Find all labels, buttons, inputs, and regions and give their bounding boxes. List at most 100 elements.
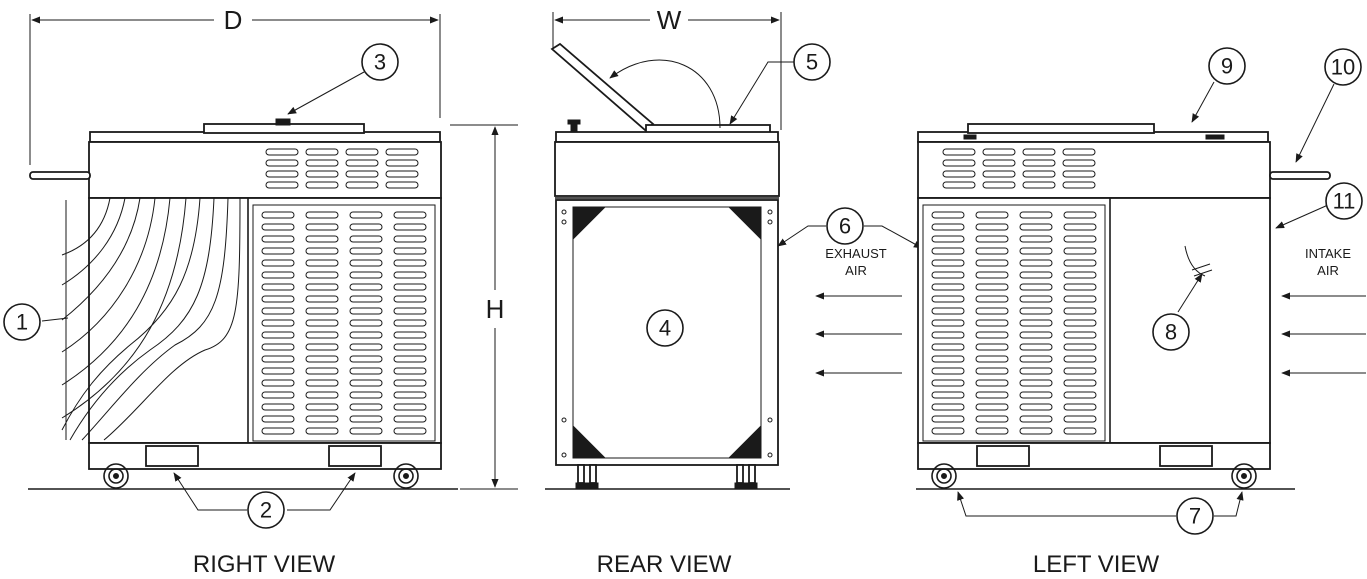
callout-10-text: 10 — [1331, 55, 1355, 80]
vent-slot — [931, 403, 965, 411]
vent-slot — [305, 148, 339, 156]
vent-slot — [385, 148, 419, 156]
vent-slot — [1019, 403, 1053, 411]
vent-slot — [265, 148, 299, 156]
vent-slot — [1062, 181, 1096, 189]
vent-slot — [1063, 427, 1097, 435]
height-label: H — [486, 294, 505, 324]
callout-1-text: 1 — [16, 310, 28, 335]
vent-slot — [393, 295, 427, 303]
right-view-title: RIGHT VIEW — [193, 551, 336, 578]
vent-slot — [975, 391, 1009, 399]
vent-slot — [385, 159, 419, 167]
vent-slot — [393, 283, 427, 291]
vent-slot — [305, 259, 339, 267]
left-caster-right — [1231, 463, 1257, 489]
vent-slot — [975, 427, 1009, 435]
vent-slot — [349, 271, 383, 279]
vent-slot — [931, 415, 965, 423]
callout-2 — [247, 491, 285, 529]
vent-slot — [393, 343, 427, 351]
vent-slot — [975, 355, 1009, 363]
leader-9 — [1191, 81, 1215, 123]
vent-slot — [305, 170, 339, 178]
left-upper-vent-slots — [942, 148, 1096, 189]
vent-slot — [975, 223, 1009, 231]
push-handle — [29, 171, 91, 180]
vent-slot — [393, 391, 427, 399]
vent-slot — [1063, 367, 1097, 375]
vent-slot — [1019, 391, 1053, 399]
vent-slot — [261, 343, 295, 351]
left-caster-left — [931, 463, 957, 489]
vent-slot — [982, 170, 1016, 178]
leader-7-left — [957, 491, 1176, 517]
vent-slot — [349, 283, 383, 291]
vent-slot — [931, 235, 965, 243]
vent-slot — [393, 415, 427, 423]
vent-slot — [261, 283, 295, 291]
callout-5 — [793, 43, 831, 81]
vent-slot — [305, 391, 339, 399]
vent-slot — [931, 367, 965, 375]
rear-frame-bolts — [561, 209, 773, 458]
lid-hinge-right — [1205, 134, 1225, 140]
vent-slot — [1062, 159, 1096, 167]
vent-slot — [931, 379, 965, 387]
vent-slot — [1063, 211, 1097, 219]
vent-slot — [393, 367, 427, 375]
vent-slot — [942, 148, 976, 156]
leader-5 — [729, 61, 794, 125]
vent-slot — [305, 271, 339, 279]
vent-slot — [305, 427, 339, 435]
vent-slot — [261, 379, 295, 387]
callout-5-text: 5 — [806, 50, 818, 75]
vent-slot — [931, 259, 965, 267]
vent-slot — [1019, 331, 1053, 339]
callout-9-text: 9 — [1221, 54, 1233, 79]
vent-slot — [349, 259, 383, 267]
vent-slot — [305, 379, 339, 387]
left-top-cover — [967, 123, 1155, 134]
vent-slot — [1063, 295, 1097, 303]
vent-slot — [931, 295, 965, 303]
caster-right — [393, 463, 419, 489]
vent-slot — [305, 235, 339, 243]
vent-slot — [261, 247, 295, 255]
vent-slot — [393, 247, 427, 255]
vent-slot — [975, 247, 1009, 255]
vent-slot — [1063, 391, 1097, 399]
rear-casters — [575, 464, 758, 489]
rear-top-lid — [555, 131, 779, 143]
vent-slot — [1063, 247, 1097, 255]
callout-7-text: 7 — [1189, 504, 1201, 529]
vent-slot — [975, 211, 1009, 219]
vent-slot — [1019, 355, 1053, 363]
left-fork-pocket-left — [976, 445, 1030, 467]
vent-slot — [349, 331, 383, 339]
vent-slot — [1019, 415, 1053, 423]
fork-pocket-left — [145, 445, 199, 467]
vent-slot — [931, 247, 965, 255]
vent-slot — [1063, 223, 1097, 231]
vent-slot — [349, 427, 383, 435]
vent-slot — [261, 415, 295, 423]
vent-slot — [305, 331, 339, 339]
vent-slot — [931, 211, 965, 219]
vent-slot — [349, 355, 383, 363]
leader-10 — [1295, 83, 1335, 163]
callout-7 — [1176, 497, 1214, 535]
callout-3-text: 3 — [374, 50, 386, 75]
right-view: D H 1 2 3 RIGHT VIEW — [3, 5, 518, 578]
callout-11 — [1325, 182, 1363, 220]
left-vent-panel — [922, 204, 1106, 442]
callout-10 — [1324, 48, 1362, 86]
vent-slot — [305, 159, 339, 167]
vent-slot — [931, 283, 965, 291]
vent-slot — [1019, 319, 1053, 327]
cord-break-a — [1191, 263, 1211, 271]
left-push-handle — [1269, 171, 1331, 180]
vent-slot — [305, 307, 339, 315]
vent-slot — [261, 403, 295, 411]
vent-slot — [1063, 283, 1097, 291]
